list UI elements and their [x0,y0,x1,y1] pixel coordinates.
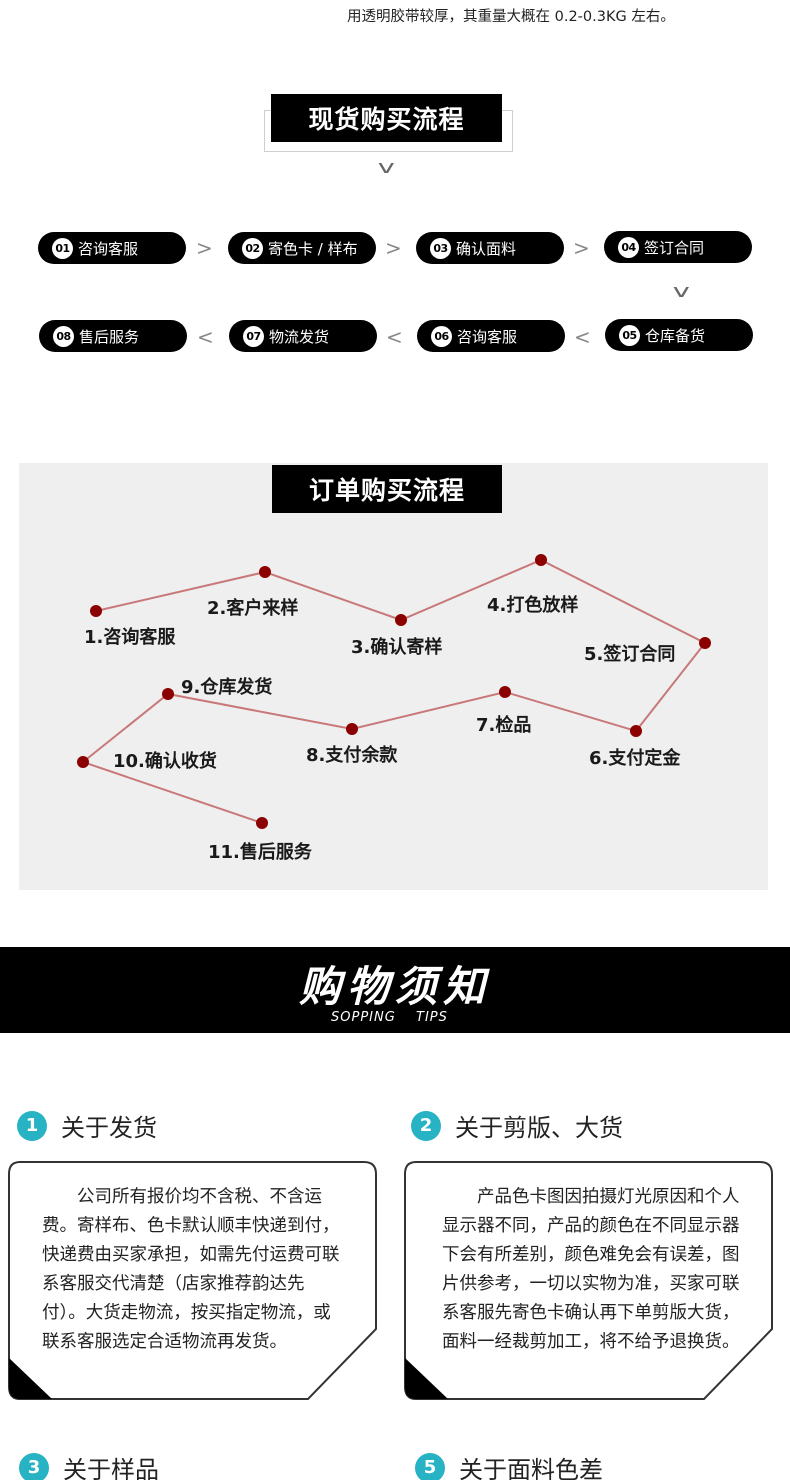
order-flow-path [77,554,711,829]
arrow-right-icon: > [196,236,213,260]
arrow-left-icon: < [574,325,591,349]
order-step-dot-5 [699,637,711,649]
notice-title: 关于样品 [63,1456,159,1480]
step-number-badge: 07 [243,325,264,347]
spot-step-5: 05 仓库备货 [605,319,753,351]
order-step-label: 11.售后服务 [208,842,312,863]
step-number-badge: 08 [53,325,74,347]
order-flow-title: 订单购买流程 [272,465,502,513]
notice-number-badge: 5 [415,1452,445,1480]
notice-heading-3: 3 关于样品 [19,1450,159,1480]
banner-title: 购物须知 [298,962,491,1011]
notice-card-2: 产品色卡图因拍摄灯光原因和个人显示器不同，产品的颜色在不同显示器下会有所差别，颜… [404,1161,774,1401]
order-step-dot-7 [499,686,511,698]
spot-step-2: 02 寄色卡 / 样布 [228,232,376,264]
step-label: 咨询客服 [457,327,518,346]
spot-step-8: 08 售后服务 [39,320,187,352]
notice-card-1: 公司所有报价均不含税、不含运费。寄样布、色卡默认顺丰快递到付，快递费由买家承担，… [8,1161,378,1401]
banner-subtitle-right: TIPS [416,1010,448,1025]
notice-number-badge: 1 [17,1110,47,1141]
arrow-right-icon: > [385,236,402,260]
notice-title: 关于发货 [61,1114,157,1142]
spot-step-3: 03 确认面料 [416,232,564,264]
step-label: 仓库备货 [645,326,706,345]
step-label: 咨询客服 [78,239,139,258]
shopping-notice-banner: 购物须知 SOPPING TIPS [0,947,790,1033]
step-label: 确认面料 [456,239,517,258]
card-frame [8,1161,377,1400]
step-number-badge: 01 [52,237,73,259]
notice-number-badge: 2 [411,1110,441,1141]
arrow-left-icon: < [197,325,214,349]
step-number-badge: 04 [618,236,639,258]
order-flow-line [80,558,707,824]
order-step-dot-11 [256,817,268,829]
notice-text: 产品色卡图因拍摄灯光原因和个人显示器不同，产品的颜色在不同显示器下会有所差别，颜… [442,1187,740,1352]
order-step-label: 3.确认寄样 [351,637,443,658]
arrow-left-icon: < [386,325,403,349]
notice-title: 关于面料色差 [459,1456,603,1480]
spot-step-4: 04 签订合同 [604,231,752,263]
notice-heading-5: 5 关于面料色差 [415,1450,603,1480]
banner-subtitle-left: SOPPING [331,1010,396,1025]
notice-number-badge: 3 [19,1452,49,1480]
step-number-badge: 03 [430,237,451,259]
order-step-dot-2 [259,566,271,578]
notice-heading-2: 2 关于剪版、大货 [411,1108,623,1143]
card-frame [404,1161,773,1400]
step-label: 物流发货 [269,327,330,346]
step-label: 寄色卡 / 样布 [268,239,358,258]
spot-step-7: 07 物流发货 [229,320,377,352]
order-step-label: 7.检品 [476,715,532,736]
order-step-label: 2.客户来样 [207,598,299,619]
notice-title: 关于剪版、大货 [455,1114,623,1142]
order-step-label: 9.仓库发货 [181,677,273,698]
notice-text: 公司所有报价均不含税、不含运费。寄样布、色卡默认顺丰快递到付，快递费由买家承担，… [42,1187,340,1352]
order-step-dot-9 [162,688,174,700]
step-number-badge: 06 [431,325,452,347]
step-number-badge: 05 [619,324,640,346]
notice-heading-1: 1 关于发货 [17,1108,157,1143]
order-flow-panel: 订单购买流程 1.咨询客服 2.客户来样 3.确认寄样 4.打色放样 5.签订合… [19,463,768,890]
arrow-right-icon: > [573,236,590,260]
step-label: 签订合同 [644,238,705,257]
chevron-down-icon: v [672,281,690,302]
step-number-badge: 02 [242,237,263,259]
order-step-label: 8.支付余款 [306,745,398,766]
spot-step-1: 01 咨询客服 [38,232,186,264]
order-step-dot-10 [77,756,89,768]
spot-step-6: 06 咨询客服 [417,320,565,352]
order-step-dot-8 [346,723,358,735]
order-step-label: 6.支付定金 [589,748,681,769]
step-label: 售后服务 [79,327,140,346]
order-step-dot-6 [630,725,642,737]
order-step-dot-3 [395,614,407,626]
chevron-down-icon: v [377,157,395,178]
order-step-label: 10.确认收货 [113,751,217,772]
order-step-dot-1 [90,605,102,617]
top-note: 用透明胶带较厚，其重量大概在 0.2-0.3KG 左右。 [347,9,675,25]
spot-flow-title: 现货购买流程 [271,94,502,142]
order-step-label: 5.签订合同 [584,644,676,665]
order-step-dot-4 [535,554,547,566]
order-step-label: 1.咨询客服 [84,627,176,648]
order-step-label: 4.打色放样 [487,595,579,616]
